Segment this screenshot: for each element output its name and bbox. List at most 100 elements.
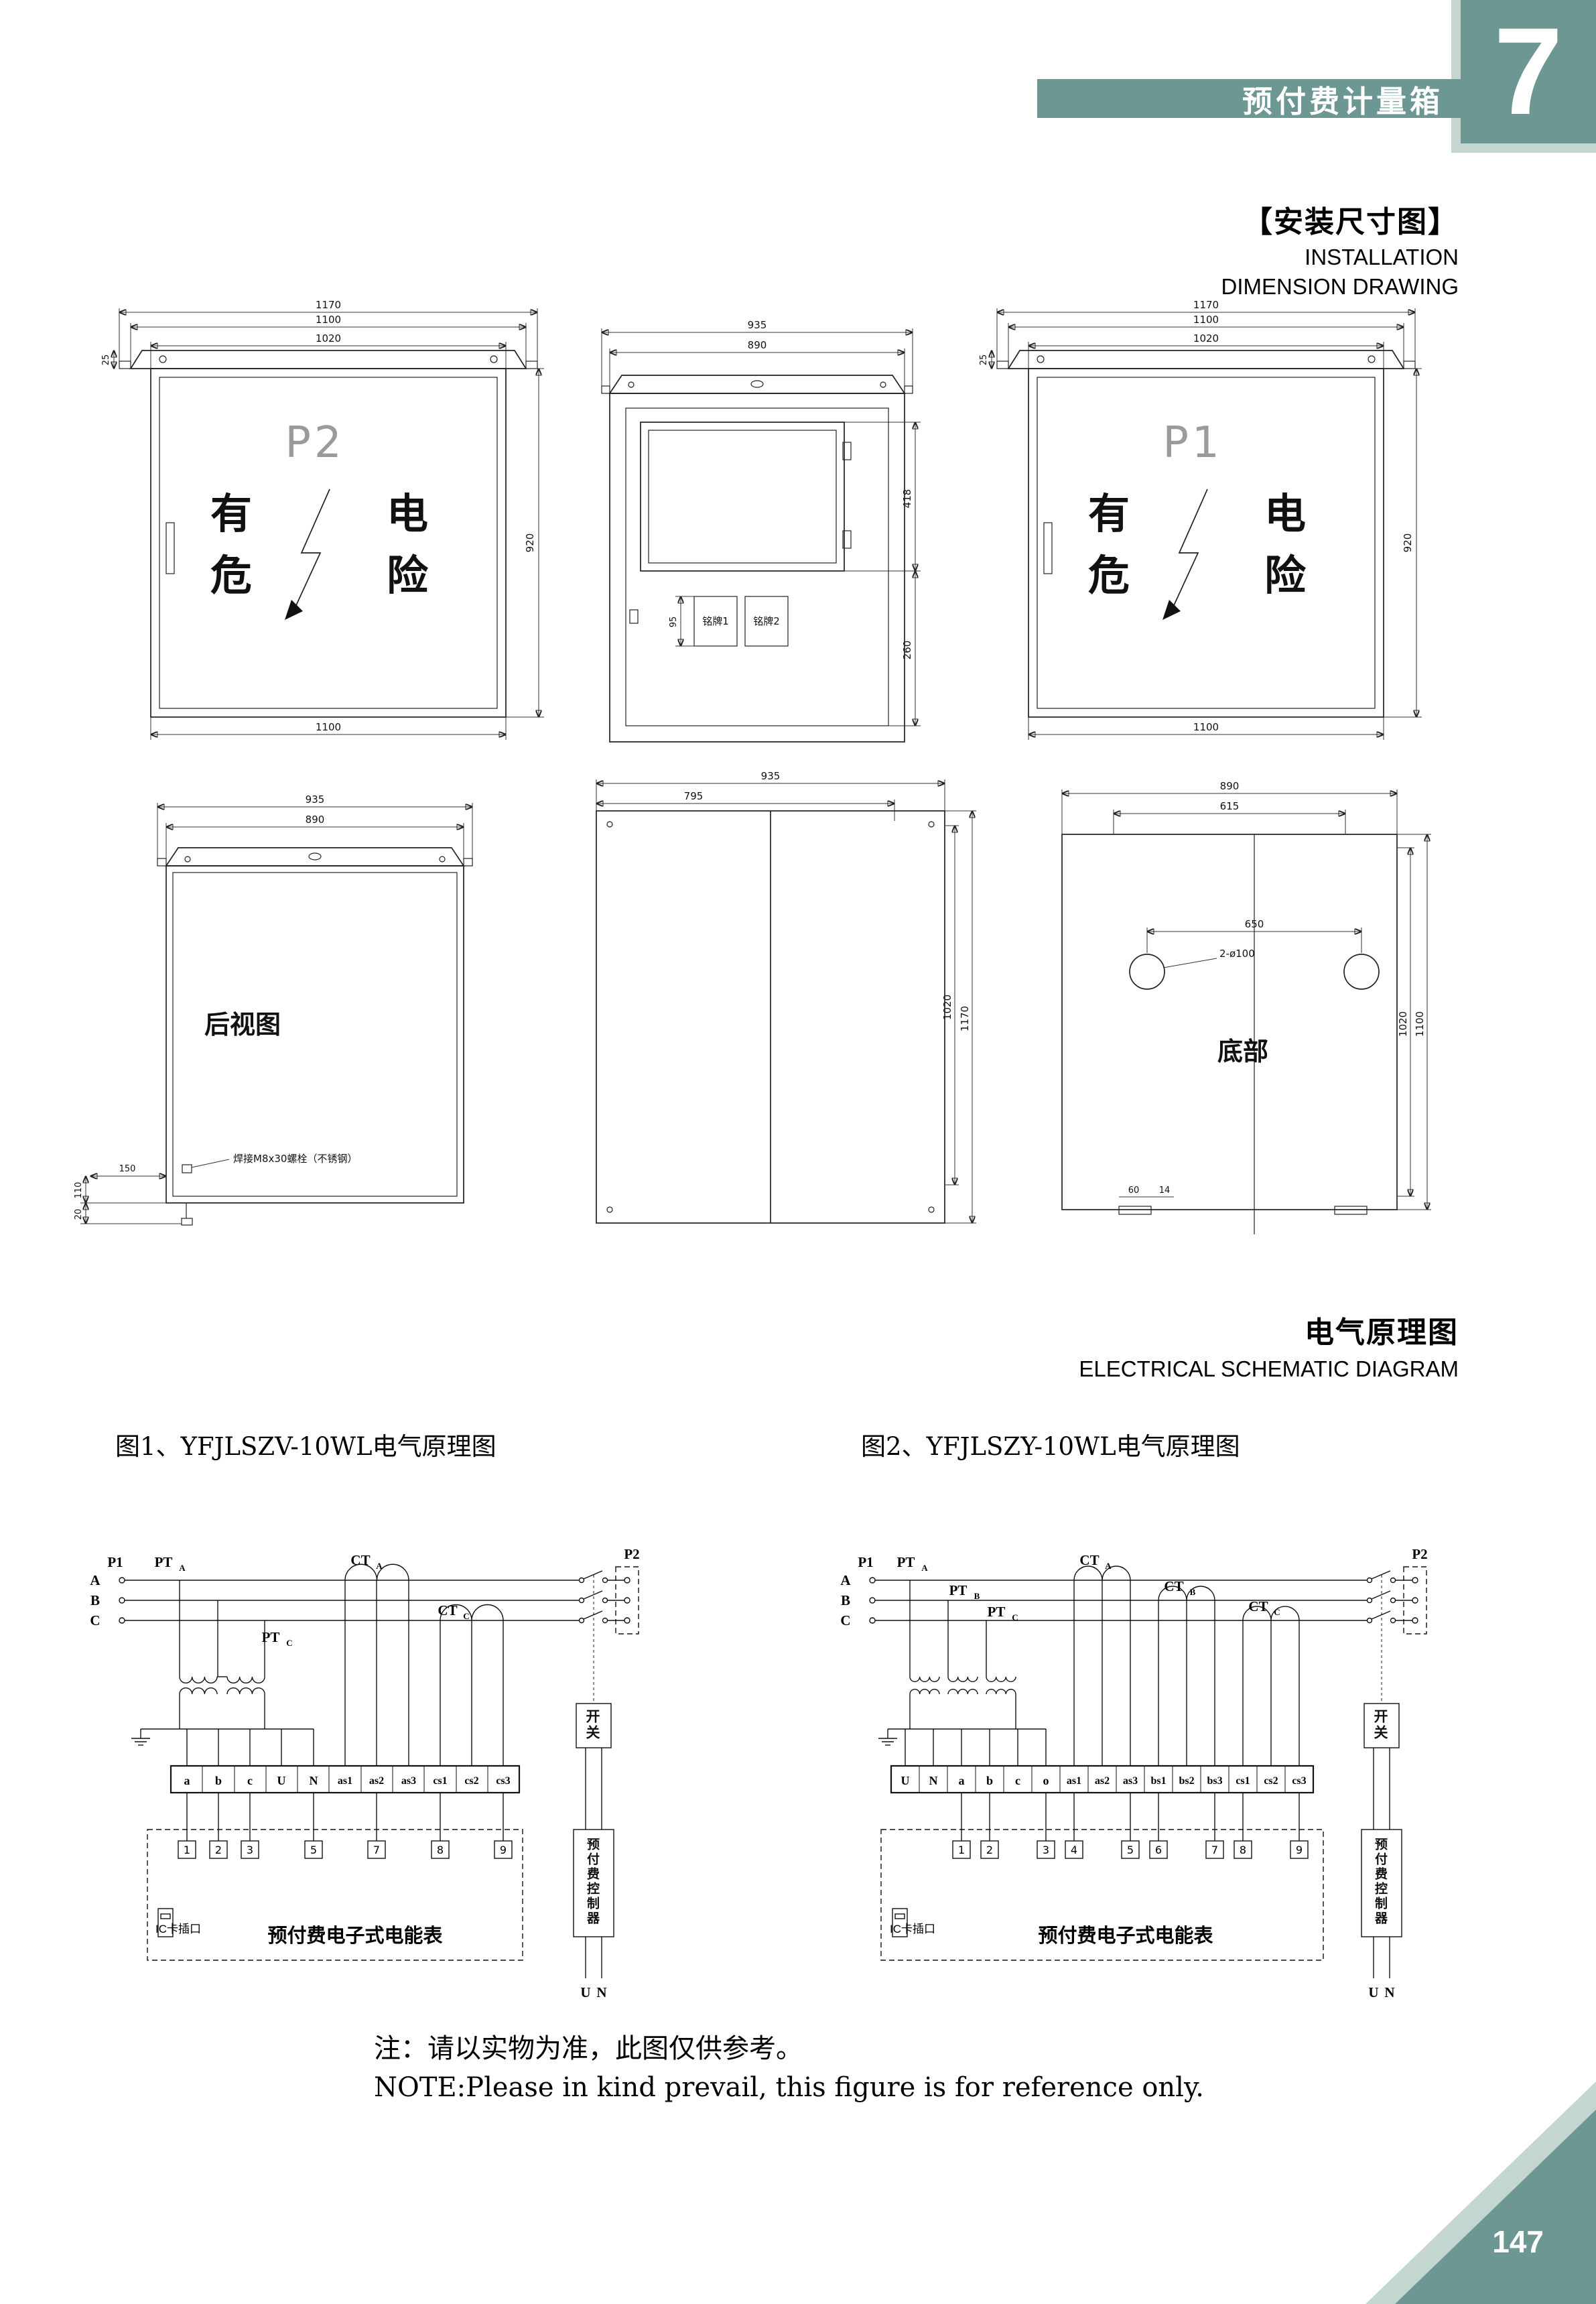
dim-label: 935 xyxy=(306,793,325,806)
terminal-label: as2 xyxy=(369,1775,384,1787)
dim-label: 1100 xyxy=(316,314,341,326)
p1-label: P1 xyxy=(858,1554,873,1570)
controller-box xyxy=(1361,1748,1402,1978)
warning-char: 电 xyxy=(387,491,428,537)
output-n-label: N xyxy=(596,1984,606,2000)
dim-label: 935 xyxy=(761,770,781,782)
ground-symbol xyxy=(878,1729,897,1746)
header-bar: 预付费计量箱 xyxy=(1037,79,1462,119)
ctb-sub: B xyxy=(1190,1587,1196,1597)
terminal-label: bs2 xyxy=(1179,1775,1194,1787)
dim-label: 1170 xyxy=(316,299,341,311)
phase-b-label: B xyxy=(90,1592,100,1608)
cta-sub: A xyxy=(376,1561,383,1571)
dim-label: 795 xyxy=(684,790,704,802)
switch-label: 开关 xyxy=(1372,1709,1388,1741)
front-view-p1-drawing: 1170 1100 1020 25 920 1100 P1 有 危 电 险 xyxy=(972,281,1441,751)
terminal-label: o xyxy=(1043,1774,1049,1787)
installation-heading: 【安装尺寸图】 INSTALLATION DIMENSION DRAWING xyxy=(1221,198,1459,300)
door-view-drawing: 935 890 418 260 95 铭牌1 铭牌2 xyxy=(583,310,931,772)
meter-terminal-number: 2 xyxy=(215,1844,222,1856)
warning-char: 有 xyxy=(1088,491,1130,537)
ic-card-slot-label: IC卡插口 xyxy=(155,1923,201,1935)
meter-terminal-number: 5 xyxy=(310,1844,317,1856)
phase-c-label: C xyxy=(90,1612,100,1628)
terminal-label: as1 xyxy=(338,1775,352,1787)
front-view-p1-canvas: 1170 1100 1020 25 920 1100 P1 有 危 电 险 xyxy=(979,299,1422,740)
installation-heading-en1: INSTALLATION xyxy=(1305,245,1459,269)
dim-label: 260 xyxy=(901,641,913,660)
switch-contacts xyxy=(1364,1566,1427,1748)
door-view-canvas: 935 890 418 260 95 铭牌1 铭牌2 xyxy=(601,319,921,743)
meter-terminal-number: 8 xyxy=(1240,1844,1246,1856)
meter-terminal-number: 1 xyxy=(958,1844,965,1856)
p1-label: P1 xyxy=(107,1554,123,1570)
phase-a-label: A xyxy=(840,1572,851,1588)
cabinet-outline xyxy=(1061,834,1398,1234)
panel-view-canvas: 935 795 1020 1170 xyxy=(596,770,976,1224)
schematic-heading-zh: 电气原理图 xyxy=(1305,1316,1459,1349)
ctc-sub: C xyxy=(463,1611,469,1621)
terminal-label: as1 xyxy=(1067,1775,1081,1787)
terminal-label: cs1 xyxy=(433,1775,447,1787)
dimension-lines xyxy=(114,308,544,740)
danger-lightning-icon xyxy=(1162,489,1208,620)
dim-label: 920 xyxy=(1402,533,1414,553)
dim-label: 935 xyxy=(748,319,767,331)
dim-label: 14 xyxy=(1159,1186,1171,1196)
meter-terminal-number: 2 xyxy=(986,1844,993,1856)
meter-terminal-number: 1 xyxy=(184,1844,190,1856)
ptb-label: PT xyxy=(949,1582,968,1598)
terminal-label: as3 xyxy=(1123,1775,1138,1787)
meter-terminal-number: 9 xyxy=(500,1844,507,1856)
phase-c-label: C xyxy=(840,1612,850,1628)
voltage-transformers xyxy=(141,1580,314,1766)
ptc-sub: C xyxy=(286,1638,292,1648)
bottom-corner-decoration xyxy=(1395,2110,1596,2304)
figure1-canvas: P1 A B C PT A PT C CT A CT C xyxy=(90,1546,639,2000)
terminal-label: as2 xyxy=(1095,1775,1110,1787)
meter-terminal-number: 7 xyxy=(1211,1844,1218,1856)
dim-label: 1100 xyxy=(1193,314,1219,326)
weld-note: 焊接M8x30螺栓（不锈钢） xyxy=(233,1153,357,1165)
terminal-label: bs1 xyxy=(1150,1775,1166,1787)
cabinet-outline xyxy=(601,375,913,743)
dim-label: 1100 xyxy=(1414,1011,1426,1037)
terminal-label: cs2 xyxy=(1264,1775,1278,1787)
dim-label: 1020 xyxy=(941,995,953,1020)
ic-card-slot-label: IC卡插口 xyxy=(890,1923,935,1935)
terminal-strip xyxy=(890,1765,1315,1794)
dim-label: 920 xyxy=(524,533,536,553)
nameplate-1: 铭牌1 xyxy=(702,615,729,627)
terminal-label: as3 xyxy=(401,1775,416,1787)
rear-view-drawing: 935 890 150 110 20 后视图 焊接M8x30螺栓（不锈钢） xyxy=(67,784,509,1253)
meter-terminal-number: 7 xyxy=(373,1844,380,1856)
meter-label: 预付费电子式电能表 xyxy=(267,1925,442,1947)
warning-char: 有 xyxy=(210,491,252,537)
reference-note-en: NOTE:Please in kind prevail, this figure… xyxy=(374,2072,1204,2103)
terminal-label: N xyxy=(929,1774,938,1787)
dim-label: 25 xyxy=(101,355,111,366)
dim-label: 418 xyxy=(901,489,913,509)
voltage-transformers xyxy=(888,1580,1047,1766)
danger-lightning-icon xyxy=(285,489,330,620)
dim-label: 890 xyxy=(748,339,767,351)
dim-label: 890 xyxy=(306,814,325,826)
terminal-label: c xyxy=(247,1774,253,1787)
leader-line xyxy=(191,1159,230,1168)
dim-label: 1170 xyxy=(1193,299,1219,311)
chapter-number-tab: 7 xyxy=(1461,0,1596,143)
ctc-sub: C xyxy=(1274,1607,1280,1617)
terminal-label: b xyxy=(986,1774,993,1787)
p2-label: P2 xyxy=(1412,1546,1427,1562)
dim-label: 60 xyxy=(1128,1186,1140,1196)
cabinet-outline xyxy=(119,350,538,718)
page-number: 147 xyxy=(1492,2224,1544,2259)
dim-label: 1170 xyxy=(959,1006,971,1031)
panel-label: P1 xyxy=(1162,418,1222,468)
pta-label: PT xyxy=(897,1554,915,1570)
terminal-label: bs3 xyxy=(1207,1775,1222,1787)
meter-terminal-number: 8 xyxy=(437,1844,444,1856)
meter-terminal-number: 6 xyxy=(1155,1844,1162,1856)
